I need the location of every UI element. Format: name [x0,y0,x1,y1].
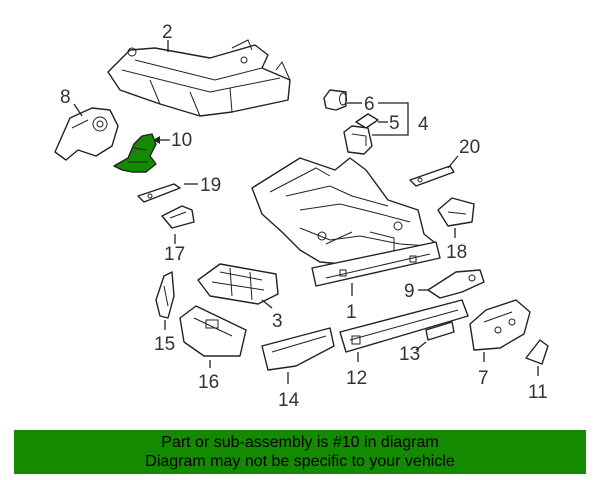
part-14-trim [261,327,335,371]
callout-2: 2 [162,22,173,43]
callout-13: 13 [399,344,420,365]
callout-11: 11 [528,382,548,403]
part-3-panel [197,263,279,305]
part-5 [355,113,379,129]
part-18 [437,197,475,227]
callout-7: 7 [478,368,489,389]
part-8-bracket [54,107,119,161]
part-2-seat-track [107,39,291,117]
banner-line-2: Diagram may not be specific to your vehi… [145,453,455,470]
callout-6: 6 [364,94,375,115]
part-10-highlighted [113,133,157,173]
part-19 [137,183,181,203]
part-13 [425,321,455,341]
part-17 [161,205,195,229]
part-7-shield [469,299,531,351]
part-12-rail [339,299,469,353]
part-20 [409,165,455,187]
part-1-seat-frame [251,157,441,287]
callout-4: 4 [418,114,429,135]
callout-20: 20 [459,137,480,158]
info-banner: Part or sub-assembly is #10 in diagram D… [14,430,586,474]
callout-17: 17 [164,244,185,265]
callout-14: 14 [278,390,300,411]
callout-9: 9 [404,281,415,302]
part-11-cover [525,339,549,365]
callout-8: 8 [60,87,71,108]
callout-3: 3 [272,311,283,332]
callout-10: 10 [171,130,192,151]
callout-5: 5 [389,113,400,134]
callout-1: 1 [346,302,357,323]
part-15 [155,271,175,319]
part-16-trim [179,305,247,357]
part-9 [427,269,485,299]
callout-15: 15 [154,334,175,355]
part-6 [323,89,347,111]
part-4 [343,125,373,155]
callout-12: 12 [346,368,367,389]
callout-18: 18 [446,242,467,263]
callout-16: 16 [198,372,219,393]
parts-diagram: 2 8 10 6 5 4 20 [54,22,549,411]
banner-line-1: Part or sub-assembly is #10 in diagram [161,434,439,451]
callout-19: 19 [200,175,221,196]
